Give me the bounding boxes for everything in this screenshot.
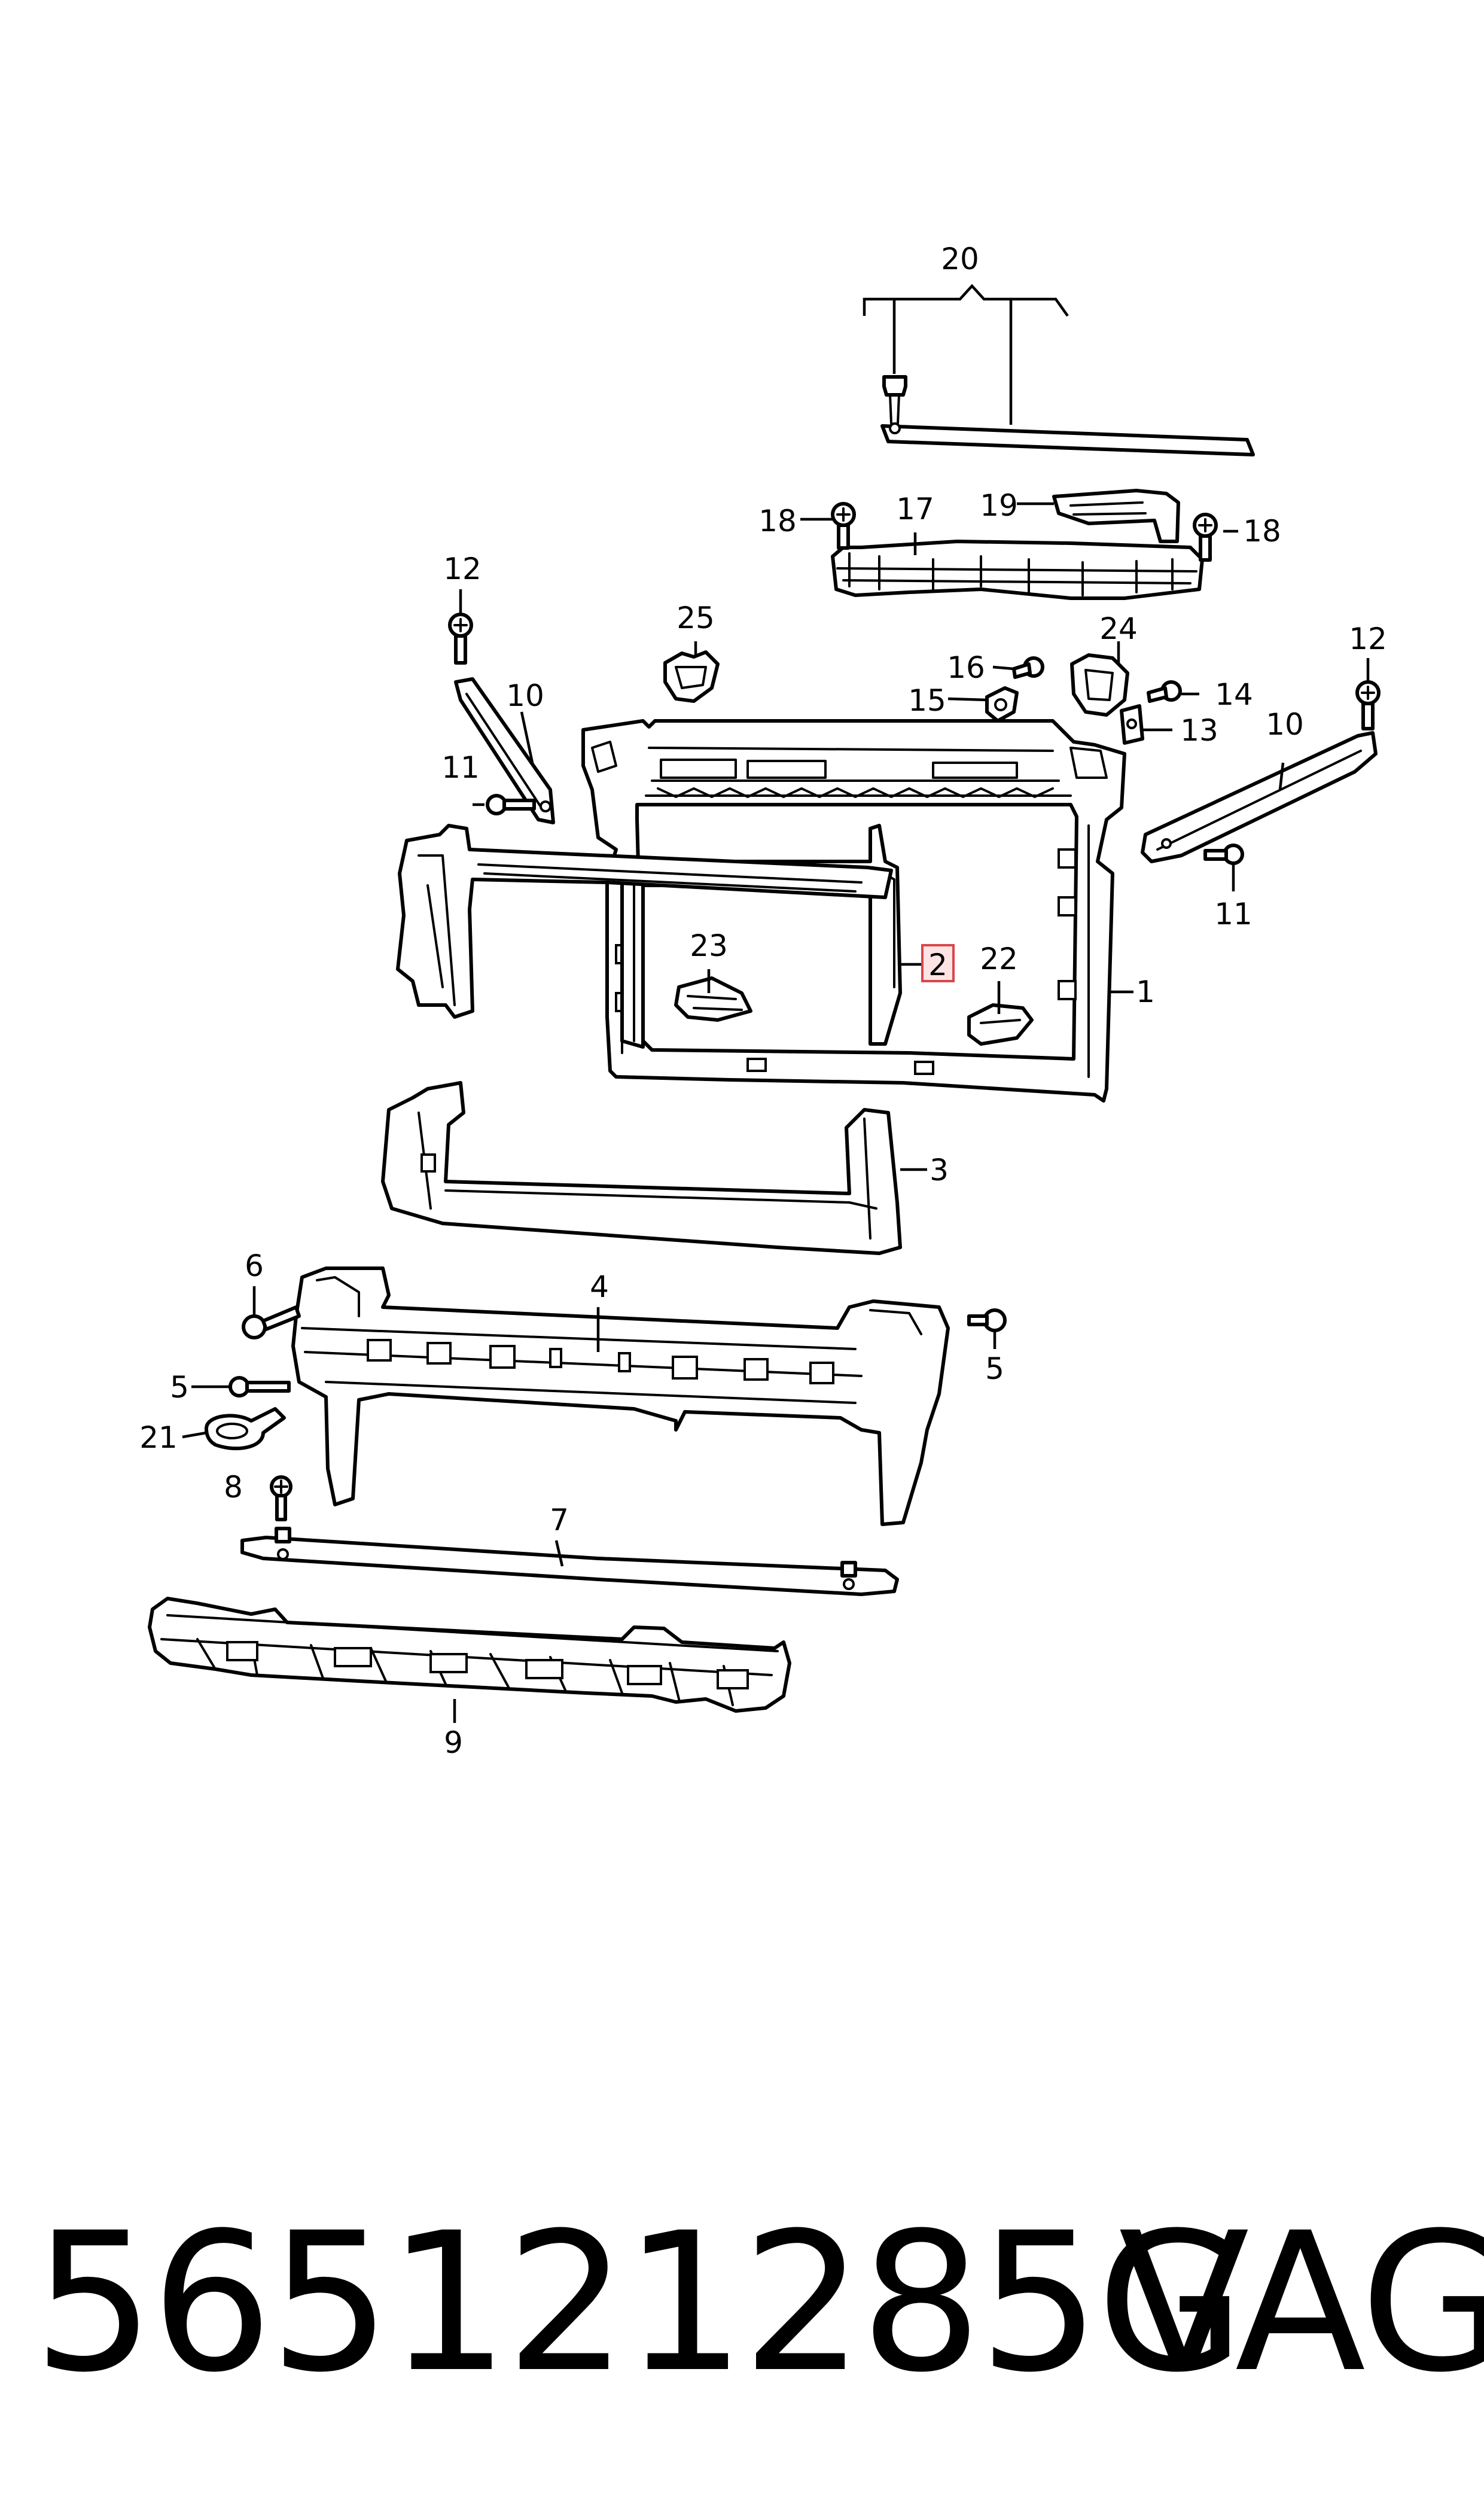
callout-12-right: 12	[1349, 622, 1387, 656]
callout-2-highlight	[921, 944, 955, 982]
screw-icon	[448, 613, 473, 665]
callout-labels: 20 17 19 18 18 12 12 25 24 16 14 15 13 1…	[139, 242, 1387, 1760]
part-20-seal-strip	[863, 284, 1255, 456]
callout-24: 24	[1099, 611, 1138, 646]
callout-22: 22	[980, 942, 1018, 976]
callout-10-right: 10	[1266, 707, 1304, 742]
callout-19: 19	[980, 488, 1018, 523]
part-15-clip	[985, 686, 1019, 723]
part-10-right-strut	[1141, 731, 1378, 863]
callout-4: 4	[590, 1269, 609, 1304]
screw-icon	[831, 502, 856, 550]
callout-21: 21	[139, 1420, 178, 1455]
screw-icon	[1355, 680, 1381, 730]
part-13-bracket	[1120, 704, 1144, 745]
callout-11-left: 11	[441, 750, 480, 785]
screw-icon	[242, 1305, 301, 1339]
callout-18-left: 18	[758, 504, 797, 538]
callout-18-right: 18	[1243, 514, 1281, 549]
leader-lines	[182, 502, 1370, 1723]
part-21-towing-eye	[205, 1407, 286, 1451]
part-24-clip	[1070, 653, 1129, 717]
part-17-upper-cover	[831, 540, 1204, 600]
part-1-front-end-carrier	[581, 719, 1126, 1103]
part-3-air-guide	[381, 1081, 902, 1255]
screw-icon	[1193, 513, 1218, 562]
screw-icon	[228, 1376, 291, 1397]
part-number-label: 565121285G	[33, 2192, 1245, 2415]
callout-13: 13	[1180, 713, 1218, 748]
callout-10-left: 10	[506, 678, 544, 713]
callout-25: 25	[677, 601, 715, 635]
part-7-strip	[240, 1527, 899, 1596]
callout-5-right: 5	[985, 1351, 1004, 1386]
callout-6: 6	[245, 1249, 264, 1283]
callout-23: 23	[690, 928, 728, 963]
callout-9: 9	[444, 1725, 463, 1760]
part-23-bracket	[674, 976, 752, 1022]
screw-icon	[1012, 656, 1044, 679]
callout-15: 15	[908, 683, 946, 718]
screw-icon	[967, 1308, 1007, 1332]
part-25-clip	[663, 650, 720, 703]
screw-icon	[1203, 844, 1244, 865]
part-4-bumper-beam	[291, 1266, 950, 1526]
screw-icon	[486, 794, 536, 815]
part-19-bracket	[1052, 489, 1180, 543]
callout-12-left: 12	[443, 552, 482, 586]
screw-icon	[882, 375, 907, 434]
part-9-impact-absorber	[148, 1597, 791, 1713]
callout-20: 20	[941, 242, 979, 276]
screw-icon	[270, 1475, 292, 1521]
callout-3: 3	[930, 1153, 949, 1188]
callout-11-right: 11	[1214, 897, 1253, 931]
callout-1: 1	[1136, 975, 1155, 1009]
callout-14: 14	[1215, 677, 1253, 712]
brand-label: VAG	[1119, 2192, 1484, 2415]
callout-2: 2	[928, 948, 947, 982]
callout-16: 16	[947, 650, 985, 685]
screw-icon	[1147, 680, 1182, 703]
air-guide-upper-left	[396, 824, 893, 1019]
callout-5-left: 5	[170, 1370, 189, 1405]
callout-7: 7	[550, 1503, 569, 1537]
part-10-left-strut	[454, 677, 555, 824]
callout-17: 17	[896, 492, 934, 526]
callout-8: 8	[224, 1470, 243, 1505]
